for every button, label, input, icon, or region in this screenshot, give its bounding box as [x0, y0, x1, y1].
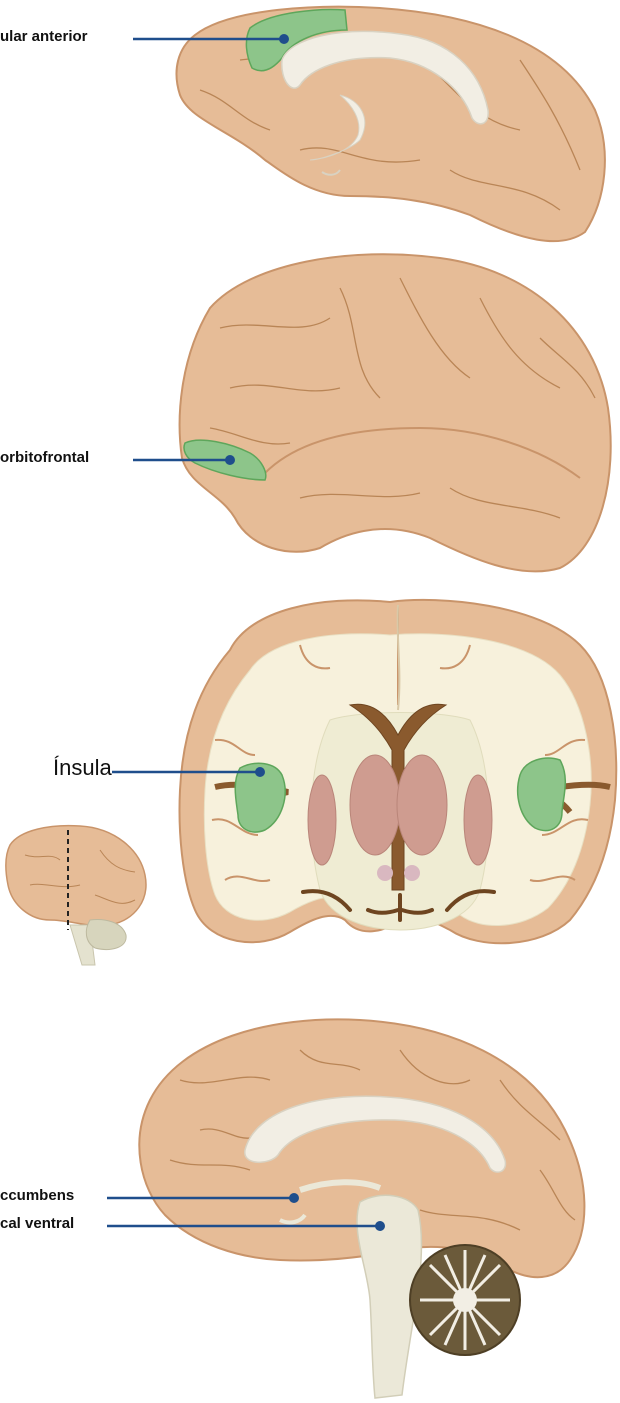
label-accumbens: ccumbens — [0, 1187, 74, 1205]
label-insula: Ínsula — [53, 755, 112, 781]
panel-accumbens: ccumbens cal ventral — [0, 1010, 620, 1403]
lateral-brain-icon — [0, 248, 620, 578]
panel-orbitofrontal: orbitofrontal — [0, 248, 620, 578]
small-brain-section-guide-icon — [6, 826, 146, 965]
panel-insula: Ínsula — [0, 590, 620, 970]
panel-anterior-cingulate: ular anterior — [0, 0, 620, 250]
label-orbitofrontal: orbitofrontal — [0, 449, 89, 467]
label-ventral: cal ventral — [0, 1215, 74, 1233]
sagittal-brain-icon — [0, 1010, 620, 1403]
medial-brain-icon — [0, 0, 620, 250]
label-cingulate: ular anterior — [0, 28, 88, 46]
